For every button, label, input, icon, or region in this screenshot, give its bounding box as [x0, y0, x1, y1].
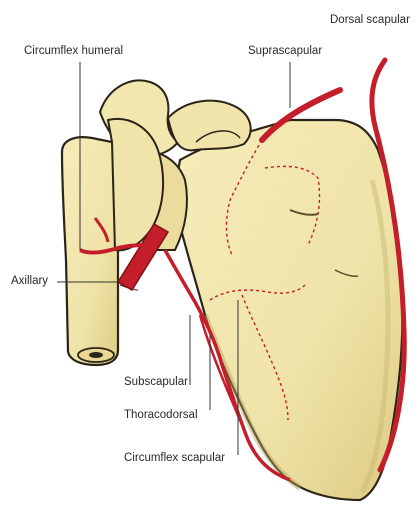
label-suprascapular: Suprascapular — [248, 46, 322, 58]
label-dorsal-scapular: Dorsal scapular — [330, 15, 410, 27]
label-circumflex-scapular: Circumflex scapular — [124, 453, 225, 465]
label-axillary: Axillary — [11, 276, 48, 288]
coracoid — [168, 101, 251, 151]
label-circumflex-humeral: Circumflex humeral — [24, 46, 123, 58]
label-thoracodorsal: Thoracodorsal — [124, 410, 198, 422]
scapula-body — [177, 120, 402, 500]
label-subscapular: Subscapular — [124, 377, 188, 389]
